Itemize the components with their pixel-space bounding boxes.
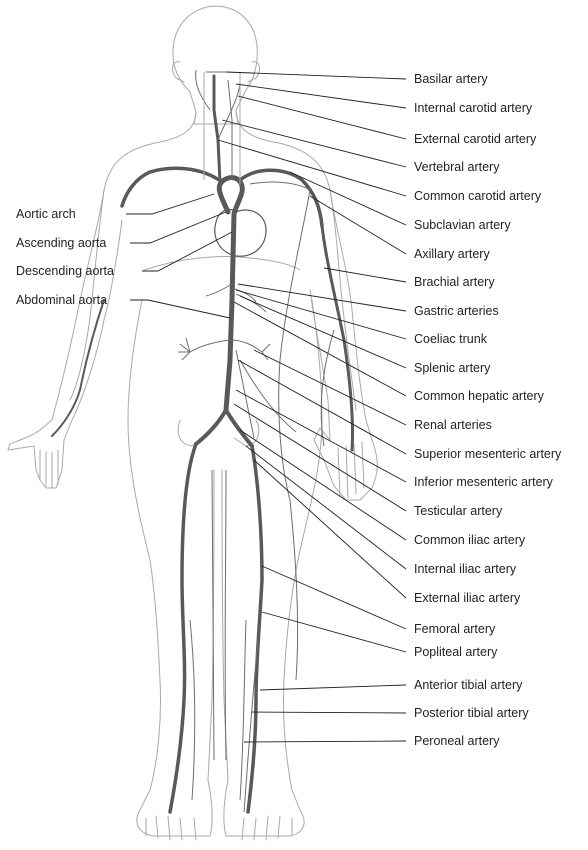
left-leg-outline <box>128 300 214 836</box>
leader-external-iliac <box>254 460 406 598</box>
label-ascending-aorta: Ascending aorta <box>16 236 106 250</box>
posterior-tibial-left <box>190 620 195 800</box>
label-anterior-tibial-artery: Anterior tibial artery <box>414 678 522 692</box>
right-ear <box>248 62 259 82</box>
label-basilar-artery: Basilar artery <box>414 72 488 86</box>
leader-common-carotid <box>218 140 406 196</box>
common-iliac-left <box>196 410 226 444</box>
label-superior-mesenteric-artery: Superior mesenteric artery <box>414 447 561 461</box>
kidney-left-branches <box>178 338 190 360</box>
leader-common-iliac <box>240 430 406 540</box>
label-common-carotid-artery: Common carotid artery <box>414 189 541 203</box>
label-external-iliac-artery: External iliac artery <box>414 591 520 605</box>
leader-peroneal <box>244 741 406 742</box>
inner-leg-right <box>225 470 226 760</box>
label-splenic-artery: Splenic artery <box>414 361 490 375</box>
label-common-iliac-artery: Common iliac artery <box>414 533 525 547</box>
subclavian-left <box>122 168 222 206</box>
heart <box>215 210 266 257</box>
leader-lines-right <box>218 72 406 742</box>
leader-lines-left <box>126 194 232 318</box>
label-popliteal-artery: Popliteal artery <box>414 645 497 659</box>
leader-ascending-aorta <box>130 212 226 243</box>
label-femoral-artery: Femoral artery <box>414 622 495 636</box>
leader-internal-carotid <box>236 84 406 108</box>
radial-right <box>321 330 334 446</box>
label-gastric-arteries: Gastric arteries <box>414 304 499 318</box>
left-arm-outline <box>8 190 122 488</box>
label-external-carotid-artery: External carotid artery <box>414 132 536 146</box>
common-carotid <box>214 76 220 182</box>
leader-superior-mesenteric <box>238 360 406 454</box>
leader-femoral <box>262 566 406 629</box>
leader-posterior-tibial <box>252 712 406 713</box>
common-iliac-right <box>226 410 252 446</box>
label-subclavian-artery: Subclavian artery <box>414 218 511 232</box>
right-leg-outline <box>222 300 322 836</box>
label-renal-arteries: Renal arteries <box>414 418 492 432</box>
leader-aortic-arch <box>126 194 214 214</box>
label-abdominal-aorta: Abdominal aorta <box>16 293 107 307</box>
label-aortic-arch: Aortic arch <box>16 207 76 221</box>
label-peroneal-artery: Peroneal artery <box>414 734 499 748</box>
leader-common-hepatic <box>234 302 406 396</box>
leader-brachial <box>324 268 406 282</box>
label-brachial-artery: Brachial artery <box>414 275 495 289</box>
neck-vessel-outline <box>204 72 240 184</box>
label-coeliac-trunk: Coeliac trunk <box>414 332 487 346</box>
leader-abdominal-aorta <box>130 300 230 318</box>
label-axillary-artery: Axillary artery <box>414 247 490 261</box>
label-internal-iliac-artery: Internal iliac artery <box>414 562 516 576</box>
arteries <box>52 70 353 812</box>
renal-arteries <box>190 340 262 352</box>
label-vertebral-artery: Vertebral artery <box>414 160 499 174</box>
anterior-tibial-right <box>240 620 246 800</box>
label-inferior-mesenteric-artery: Inferior mesenteric artery <box>414 475 553 489</box>
femoral-left <box>170 444 196 812</box>
mesenteric-vessels <box>236 350 296 438</box>
diaphragm-outline <box>144 257 300 271</box>
label-common-hepatic-artery: Common hepatic artery <box>414 389 544 403</box>
label-posterior-tibial-artery: Posterior tibial artery <box>414 706 529 720</box>
label-internal-carotid-artery: Internal carotid artery <box>414 101 532 115</box>
femoral-right <box>248 446 262 812</box>
label-descending-aorta: Descending aorta <box>16 264 114 278</box>
vertebral-artery <box>228 80 232 180</box>
left-hand-outline <box>40 450 58 488</box>
label-testicular-artery: Testicular artery <box>414 504 502 518</box>
leader-anterior-tibial <box>260 685 406 690</box>
left-arm-vessel <box>52 300 104 436</box>
internal-carotid <box>196 70 210 110</box>
leader-external-carotid <box>238 96 406 139</box>
leader-popliteal <box>262 612 406 652</box>
leader-subclavian <box>290 172 406 225</box>
